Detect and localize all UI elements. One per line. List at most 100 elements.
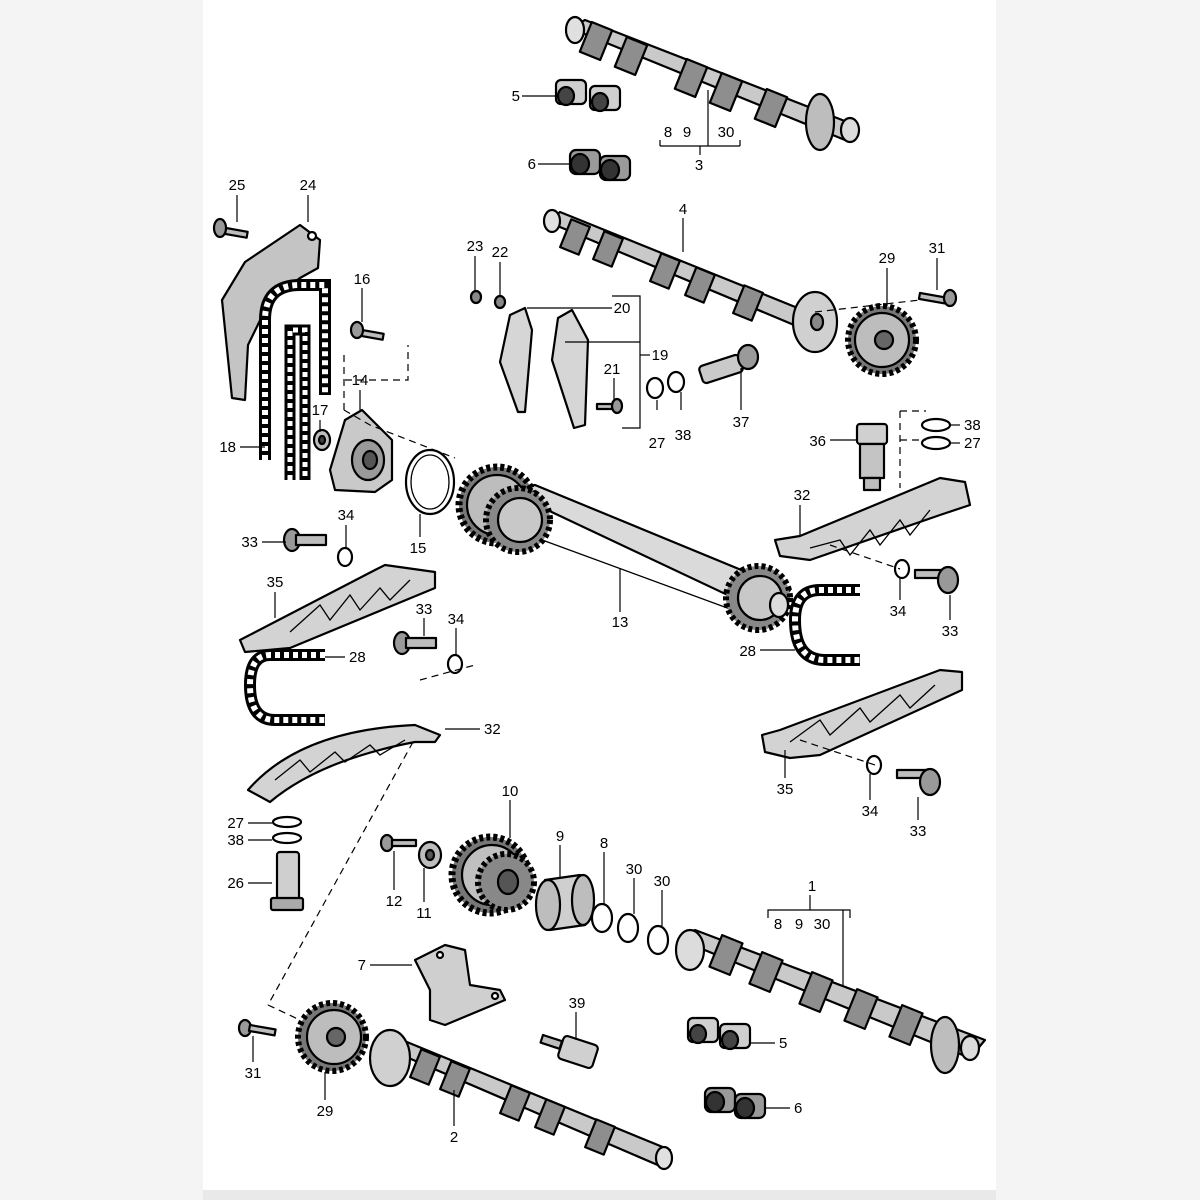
ring-8 — [590, 902, 614, 934]
sleeve-9 — [534, 873, 596, 932]
washer-27-upper — [645, 376, 665, 400]
pin-33-right-upper — [913, 565, 960, 595]
callout-9-bottom: 9 — [795, 916, 803, 933]
bolt-25 — [212, 217, 249, 239]
washer-27-right — [920, 435, 952, 451]
washer-17 — [312, 428, 332, 452]
callout-7: 7 — [358, 957, 366, 974]
ring-34-right-lower — [865, 754, 883, 776]
bushing-6-top — [568, 148, 632, 182]
callout-27-left: 27 — [227, 815, 244, 832]
callout-30-mid-a: 30 — [626, 861, 643, 878]
chain-rail-32-right — [773, 476, 972, 562]
callout-4: 4 — [679, 201, 687, 218]
callout-35-right: 35 — [777, 781, 794, 798]
callout-17: 17 — [312, 402, 329, 419]
bolt-12 — [379, 833, 418, 853]
leader-lines — [236, 90, 960, 1126]
callout-25: 25 — [229, 177, 246, 194]
callout-30-mid-b: 30 — [654, 873, 671, 890]
chain-rail-35-left — [238, 563, 437, 654]
washer-38-left — [271, 831, 303, 845]
bolt-31-upper — [917, 288, 958, 308]
callout-27-right: 27 — [964, 435, 981, 452]
callout-34-left-mid: 34 — [448, 611, 465, 628]
camshaft-1 — [674, 928, 987, 1075]
callout-6-bottom: 6 — [794, 1100, 802, 1117]
guide-rail-20-19 — [498, 306, 590, 430]
callout-30-top: 30 — [718, 124, 735, 141]
callout-5-bottom: 5 — [779, 1035, 787, 1052]
callout-23: 23 — [467, 238, 484, 255]
ring-34-left-upper — [336, 546, 354, 568]
callout-29-upper: 29 — [879, 250, 896, 267]
bearing-housing-14 — [328, 408, 394, 494]
callout-8-top: 8 — [664, 124, 672, 141]
callout-27-upper: 27 — [649, 435, 666, 452]
timing-chain-28-right — [788, 584, 860, 666]
chain-rail-35-right — [760, 668, 964, 760]
sprocket-29-lower — [295, 1000, 369, 1074]
pin-33-right-lower — [895, 767, 942, 797]
callout-33-right-upper: 33 — [942, 623, 959, 640]
callout-31-upper: 31 — [929, 240, 946, 257]
ring-34-left-mid — [446, 653, 464, 675]
washer-22 — [493, 294, 507, 310]
callout-13: 13 — [612, 614, 629, 631]
callout-26: 26 — [227, 875, 244, 892]
callout-38-right: 38 — [964, 417, 981, 434]
dashed-alignment-lines — [267, 299, 926, 1021]
callout-34-right-lower: 34 — [862, 803, 879, 820]
callout-8-bottom: 8 — [774, 916, 782, 933]
callout-21: 21 — [604, 361, 621, 378]
washer-38-upper — [666, 370, 686, 394]
callout-2: 2 — [450, 1129, 458, 1146]
callout-10: 10 — [502, 783, 519, 800]
callout-29-lower: 29 — [317, 1103, 334, 1120]
callout-12: 12 — [386, 893, 403, 910]
callout-33-left-upper: 33 — [241, 534, 258, 551]
timing-chain-28-left — [243, 649, 325, 726]
callout-8-mid: 8 — [600, 835, 608, 852]
callout-37: 37 — [733, 414, 750, 431]
camshaft-2 — [368, 1028, 674, 1171]
callout-6-top: 6 — [528, 156, 536, 173]
camshaft-3 — [564, 15, 861, 152]
ring-30-a — [616, 912, 640, 944]
bolt-16 — [349, 320, 385, 341]
seal-ring-15 — [404, 448, 456, 516]
timing-chain-18 — [259, 279, 331, 480]
bracket-7 — [413, 943, 507, 1027]
bolt-21 — [595, 397, 624, 415]
callout-28-left: 28 — [349, 649, 366, 666]
chain-tensioner-36 — [855, 422, 889, 492]
sprocket-29-upper — [845, 303, 919, 377]
callout-16: 16 — [354, 271, 371, 288]
callout-38-left: 38 — [227, 832, 244, 849]
pin-33-left-mid — [392, 630, 438, 656]
callout-9-mid: 9 — [556, 828, 564, 845]
pin-33-left-upper — [282, 527, 328, 553]
callout-33-left-mid: 33 — [416, 601, 433, 618]
callout-38-upper: 38 — [675, 427, 692, 444]
ring-30-b — [646, 924, 670, 956]
callout-35-left: 35 — [267, 574, 284, 591]
callout-labels: 5 6 8 9 30 3 25 24 23 22 4 29 31 16 20 1… — [219, 88, 980, 1146]
callout-32-lower: 32 — [484, 721, 501, 738]
intermediate-shaft-13 — [455, 463, 793, 633]
camshaft-4 — [542, 208, 839, 354]
callout-14: 14 — [352, 372, 369, 389]
callout-36: 36 — [809, 433, 826, 450]
sprocket-10 — [448, 833, 537, 917]
sleeve-39 — [539, 1033, 599, 1070]
ring-34-right-upper — [893, 558, 911, 580]
callout-15: 15 — [410, 540, 427, 557]
bushing-6-bottom — [703, 1086, 767, 1120]
callout-11: 11 — [416, 905, 432, 922]
callout-31-lower: 31 — [245, 1065, 262, 1082]
chain-guide-24 — [220, 223, 322, 402]
footer-strip — [203, 1190, 996, 1200]
callout-5-top: 5 — [512, 88, 520, 105]
callout-9-top: 9 — [683, 124, 691, 141]
